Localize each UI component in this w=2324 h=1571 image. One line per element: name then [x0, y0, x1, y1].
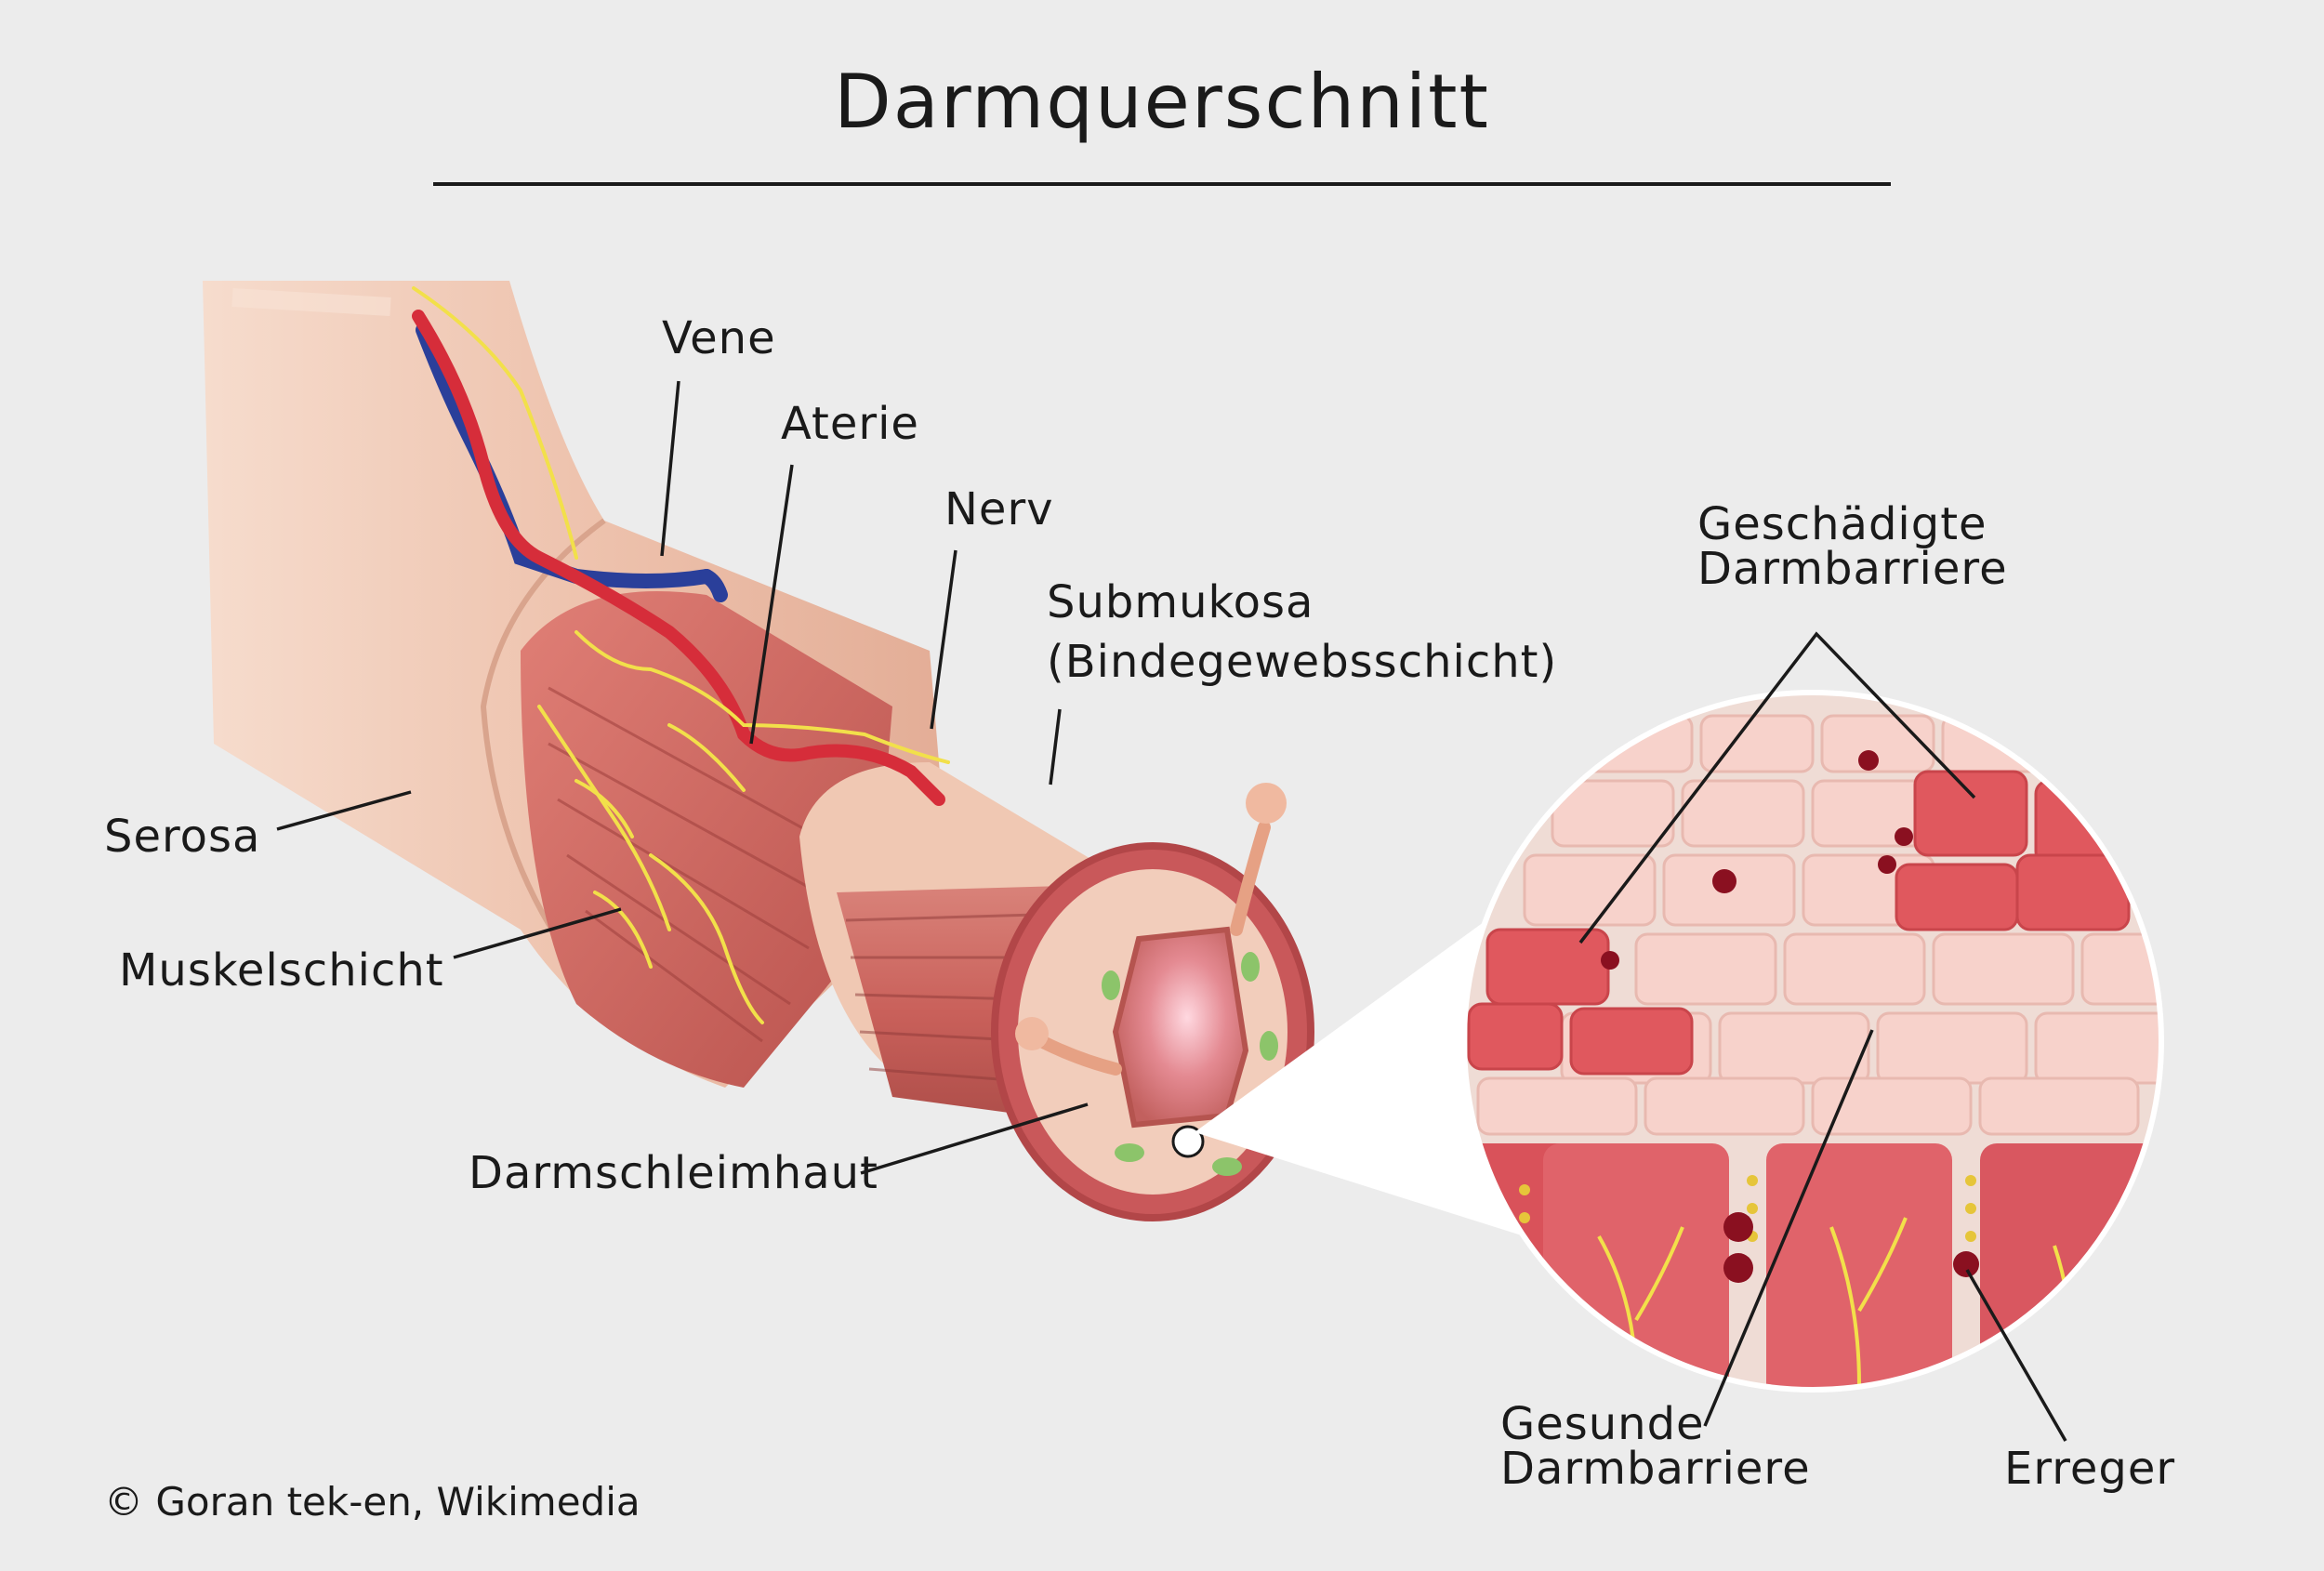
label-bindegewebsschicht: (Bindegewebsschicht) [1047, 636, 1558, 688]
label-muskelschicht: Muskelschicht [119, 944, 444, 997]
label-gesunde: Gesunde [1500, 1398, 1705, 1450]
geschaedigte-leader [1578, 631, 1976, 944]
submukosa-leader [1049, 708, 1062, 786]
label-darmschleimhaut: Darmschleimhaut [469, 1147, 878, 1199]
label-gesunde-darmbarriere: Darmbarriere [1500, 1443, 1811, 1495]
label-aterie: Aterie [781, 398, 919, 450]
label-geschaedigte: Geschädigte [1697, 498, 1987, 550]
pathogens [1601, 750, 1979, 1283]
vessels [412, 310, 945, 806]
leader-lines [276, 380, 2067, 1442]
muskelschicht-leader [453, 907, 622, 959]
label-serosa: Serosa [104, 811, 261, 863]
aterie-leader [749, 464, 794, 745]
serosa-leader [276, 790, 412, 831]
muscle-layer [521, 591, 892, 1088]
darmschleimhaut-leader [860, 1102, 1089, 1175]
diagram-title: Darmquerschnitt [834, 59, 1490, 145]
image-credit: © Goran tek-en, Wikimedia [104, 1479, 640, 1525]
erreger-leader [1965, 1269, 2067, 1442]
vene-leader [660, 380, 680, 557]
nerv-leader [930, 549, 957, 730]
gesunde-leader [1703, 1029, 1874, 1427]
nerves [412, 286, 950, 1024]
label-erreger: Erreger [2004, 1443, 2176, 1495]
zoom-cone [1195, 892, 1525, 1236]
label-nerv: Nerv [944, 483, 1054, 535]
label-geschaedigte-darmbarriere: Darmbarriere [1697, 543, 2008, 595]
zoom-view [1461, 690, 2164, 1393]
zoom-marker [1171, 1125, 1205, 1158]
label-vene: Vene [662, 312, 776, 364]
label-submukosa: Submukosa [1047, 576, 1314, 628]
artery-path [412, 310, 945, 806]
